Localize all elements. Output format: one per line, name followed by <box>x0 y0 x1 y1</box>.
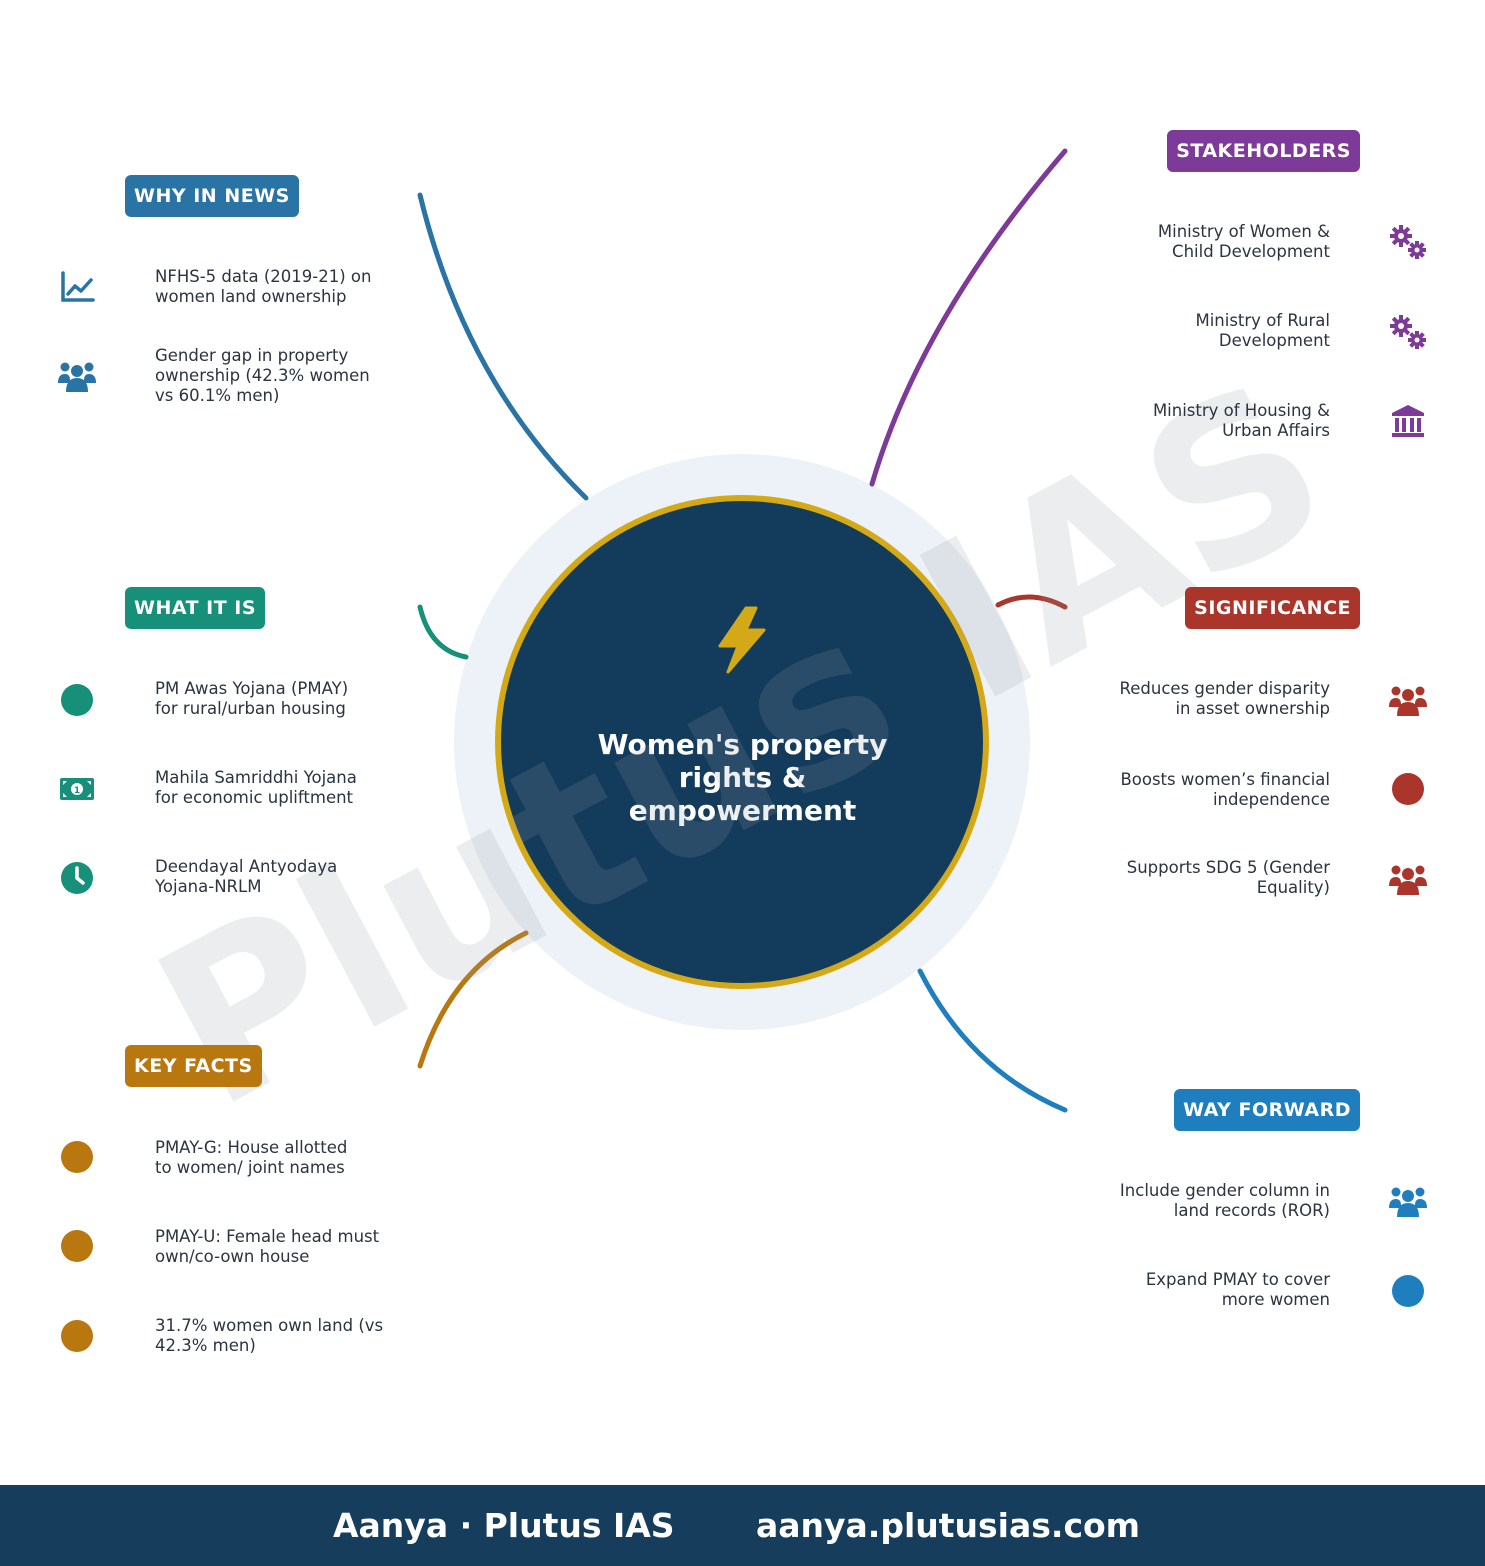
users-icon <box>1389 865 1427 895</box>
why-item-2: Gender gap in property ownership (42.3% … <box>155 346 370 405</box>
badge-why-in-news: WHY IN NEWS <box>125 175 299 217</box>
circle-icon <box>1392 773 1424 805</box>
users-icon <box>58 362 96 392</box>
what-item-1: PM Awas Yojana (PMAY) for rural/urban ho… <box>155 679 349 718</box>
gears-icon <box>1390 225 1426 259</box>
connector-way <box>917 968 1068 1113</box>
circle-icon <box>61 1141 93 1173</box>
center-title: Women's property rights & empowerment <box>597 728 888 827</box>
circle-icon <box>61 1230 93 1262</box>
stakeholders-item-2: Ministry of Rural Development <box>1195 311 1330 350</box>
what-item-3: Deendayal Antyodaya Yojana-NRLM <box>155 857 338 896</box>
what-item-2: Mahila Samriddhi Yojana for economic upl… <box>155 768 357 807</box>
stakeholders-item-3: Ministry of Housing & Urban Affairs <box>1152 401 1330 440</box>
footer-bar: Aanya · Plutus IAS aanya.plutusias.com <box>0 1485 1485 1566</box>
building-columns-icon <box>1392 405 1424 437</box>
center-circle <box>495 495 989 989</box>
users-icon <box>1389 1187 1427 1217</box>
connector-why <box>417 192 589 501</box>
clock-icon <box>61 862 93 894</box>
circle-icon <box>1392 1275 1424 1307</box>
facts-item-1: PMAY-G: House allotted to women/ joint n… <box>155 1138 348 1177</box>
connector-facts <box>417 930 529 1069</box>
stakeholders-item-1: Ministry of Women & Child Development <box>1157 222 1330 261</box>
badge-significance: SIGNIFICANCE <box>1185 587 1360 629</box>
circle-icon <box>61 684 93 716</box>
why-item-1: NFHS-5 data (2019-21) on women land owne… <box>155 267 372 306</box>
badge-way-forward: WAY FORWARD <box>1174 1089 1360 1131</box>
facts-item-2: PMAY-U: Female head must own/co-own hous… <box>155 1227 380 1266</box>
connector-what <box>417 604 469 660</box>
money-bill-icon: 1 <box>60 778 94 800</box>
badge-key-facts: KEY FACTS <box>125 1045 262 1087</box>
line-chart-icon <box>61 271 95 302</box>
badge-what-it-is: WHAT IT IS <box>125 587 266 629</box>
footer-url: aanya.plutusias.com <box>756 1506 1141 1545</box>
way-item-2: Expand PMAY to cover more women <box>1145 1270 1330 1309</box>
circle-icon <box>61 1320 93 1352</box>
footer-brand: Aanya · Plutus IAS <box>333 1506 675 1545</box>
badge-stakeholders: STAKEHOLDERS <box>1167 130 1360 172</box>
connector-stakeholders <box>869 148 1068 487</box>
svg-text:1: 1 <box>74 786 80 796</box>
way-item-1: Include gender column in land records (R… <box>1119 1181 1330 1220</box>
significance-item-1: Reduces gender disparity in asset owners… <box>1119 679 1330 718</box>
users-icon <box>1389 686 1427 716</box>
gears-icon <box>1390 315 1426 349</box>
connector-significance <box>995 594 1068 610</box>
significance-item-2: Boosts women’s financial independence <box>1120 770 1330 809</box>
facts-item-3: 31.7% women own land (vs 42.3% men) <box>155 1316 384 1355</box>
significance-item-3: Supports SDG 5 (Gender Equality) <box>1126 858 1330 897</box>
lightning-bolt-icon <box>718 606 766 674</box>
